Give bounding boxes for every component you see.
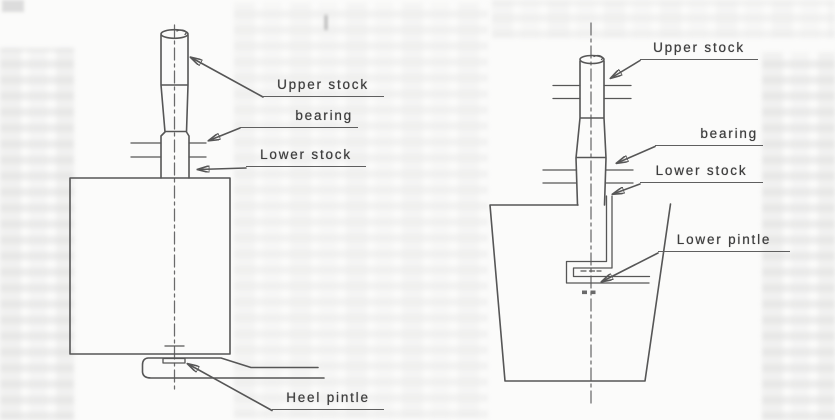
stock-outline [575,54,607,206]
pintle-mark [582,290,587,295]
scan-smudge-top-left [2,0,24,12]
label-bearing-right: bearing [655,126,763,146]
leader-arrows [188,58,273,412]
label-lower-pintle-right: Lower pintle [658,232,790,252]
leader-arrows [602,59,659,282]
stock-outline [160,28,190,179]
scan-smudge-top-tick [325,15,327,30]
left-rudder-diagram [69,24,325,412]
label-upper-stock-left: Upper stock [262,77,384,97]
horn-channel [565,195,651,284]
label-upper-stock-right: Upper stock [640,40,758,60]
bearing-lines [542,84,634,184]
rudder-body [69,177,231,355]
sole-piece [141,357,325,379]
label-heel-pintle-left: Heel pintle [272,390,384,410]
label-lower-stock-left: Lower stock [246,147,366,167]
right-rudder-diagram [489,22,672,406]
rudder-body [489,203,672,382]
label-bearing-left: bearing [240,108,358,128]
pintle-mark [590,290,596,295]
label-lower-stock-right: Lower stock [640,163,763,183]
bearing-lines [130,142,207,158]
